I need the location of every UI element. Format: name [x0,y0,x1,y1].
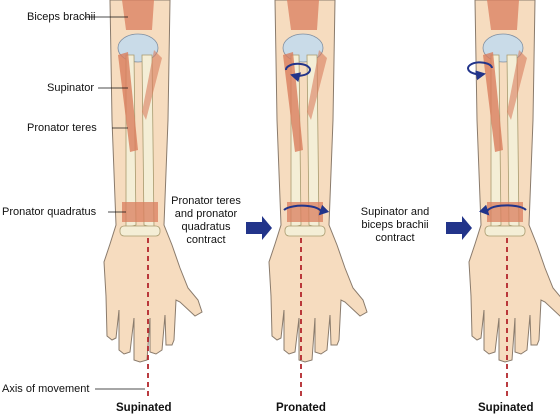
step-text-pronation: Pronator teres and pronator quadratus co… [171,195,241,246]
label-pronator-teres: Pronator teres [27,122,97,134]
label-biceps-brachii: Biceps brachii [27,11,96,23]
caption-pronated: Pronated [276,402,326,414]
rotation-arrow-elbow-2 [284,62,311,83]
supinated-arm-left [103,0,203,363]
caption-supinated-right: Supinated [478,402,534,414]
caption-supinated-left: Supinated [116,402,172,414]
label-axis-of-movement: Axis of movement [2,383,90,395]
supinated-arm-right [468,0,560,363]
label-supinator: Supinator [47,82,95,94]
step-arrow-1 [246,216,272,240]
rotation-arrow-wrist-2 [283,204,330,216]
step-text-supination: Supinator and biceps brachii contract [360,206,430,244]
rotation-arrow-wrist-3 [478,204,527,216]
label-pronator-quadratus: Pronator quadratus [2,206,97,218]
step-arrow-2 [446,216,472,240]
pronated-arm [268,0,368,363]
rotation-arrow-elbow-3 [467,61,493,81]
